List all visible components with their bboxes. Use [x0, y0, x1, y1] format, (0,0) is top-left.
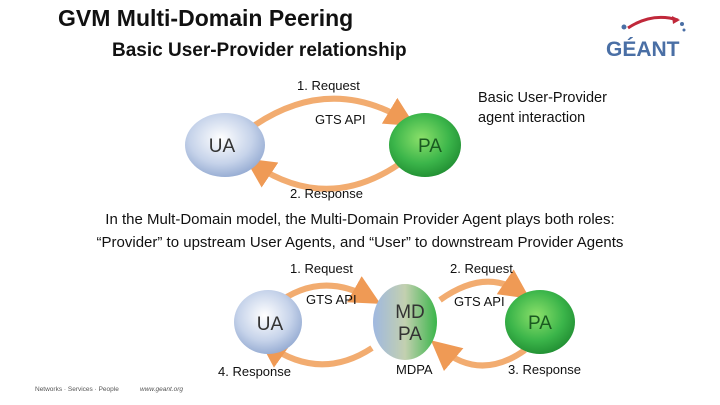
interaction-note-line1: Basic User-Provider [478, 90, 607, 106]
gts-api-label-1: GTS API [315, 112, 366, 127]
request-label-3: 2. Request [450, 261, 513, 276]
gts-api-label-2: GTS API [306, 292, 357, 307]
ua-label-2: UA [257, 314, 284, 335]
response-label-1: 2. Response [290, 186, 363, 201]
mdpa-node [373, 284, 437, 360]
pa-label-2: PA [528, 313, 552, 334]
geant-logo-icon: GÉANT [606, 15, 686, 61]
response-label-4: 4. Response [218, 364, 291, 379]
footer-url: www.geant.org [140, 386, 183, 393]
response-label-3: 3. Response [508, 362, 581, 377]
request-arrow-1 [253, 95, 416, 128]
mdpa-caption: MDPA [396, 362, 433, 377]
logo-text: GÉANT [606, 38, 680, 61]
description-line2: “Provider” to upstream User Agents, and … [96, 234, 624, 251]
interaction-note-line2: agent interaction [478, 110, 586, 126]
ua-node-1 [185, 113, 265, 177]
footer-tagline: Networks · Services · People [35, 386, 119, 393]
ua-label-1: UA [209, 136, 236, 157]
response-arrow-3 [430, 340, 527, 372]
request-arrow-3 [438, 269, 530, 303]
request-label-1: 1. Request [297, 78, 360, 93]
description-line1: In the Mult-Domain model, the Multi-Doma… [105, 211, 615, 228]
response-arrow-1 [245, 157, 407, 192]
interaction-note: Basic User-Provider agent interaction [478, 88, 607, 128]
pa-node-2 [505, 290, 575, 354]
ua-node-2 [234, 290, 302, 354]
pa-label-1: PA [418, 136, 442, 157]
slide-title: GVM Multi-Domain Peering [58, 5, 354, 31]
geant-logo: GÉANT [600, 10, 700, 70]
mdpa-label-line1: MD [395, 302, 425, 323]
pa-node-1 [389, 113, 461, 177]
request-label-2: 1. Request [290, 261, 353, 276]
slide-subtitle: Basic User-Provider relationship [112, 40, 407, 61]
description-paragraph: In the Mult-Domain model, the Multi-Doma… [0, 208, 720, 254]
mdpa-label-line2: PA [398, 324, 422, 345]
gts-api-label-3: GTS API [454, 294, 505, 309]
